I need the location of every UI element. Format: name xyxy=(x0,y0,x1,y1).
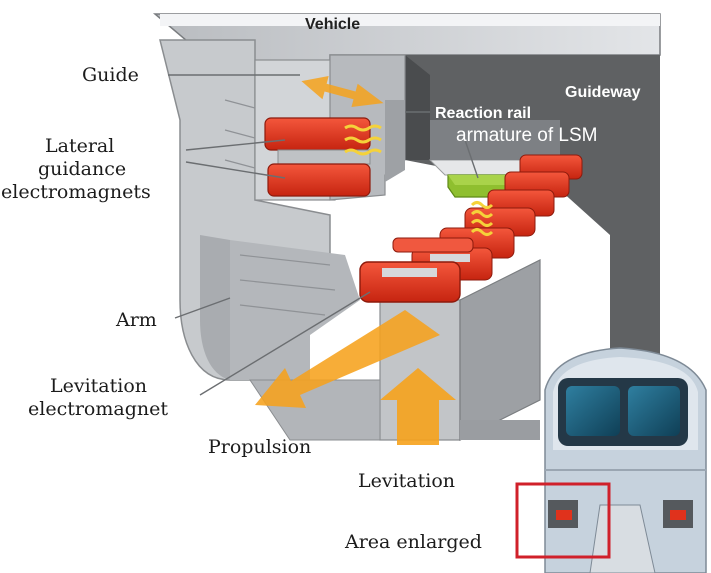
lateral-label-line1: Lateral xyxy=(45,135,114,157)
vehicle-label: Vehicle xyxy=(305,16,360,33)
arm-label: Arm xyxy=(115,309,157,331)
lateral-guidance-magnets xyxy=(264,117,382,197)
area-enlarged-box xyxy=(515,482,611,559)
reaction-rail-label: Reaction rail xyxy=(435,105,531,122)
lateral-label-line3: electromagnets xyxy=(1,181,151,203)
area-enlarged-label: Area enlarged xyxy=(344,531,482,553)
vehicle-front-view xyxy=(544,347,707,573)
leader-lines xyxy=(168,74,479,396)
levitation-em-label-line1: Levitation xyxy=(50,375,147,397)
levitation-em-label-line2: electromagnet xyxy=(28,398,168,420)
lateral-label-line2: guidance xyxy=(38,158,126,180)
propulsion-label: Propulsion xyxy=(208,436,311,458)
guide-label: Guide xyxy=(82,64,139,86)
vehicle-arm xyxy=(159,39,406,381)
levitation-arrow xyxy=(380,368,456,445)
levitation-label: Levitation xyxy=(358,470,455,492)
guide-arrow xyxy=(301,76,384,107)
guideway-label: Guideway xyxy=(565,84,641,101)
levitation-electromagnets xyxy=(359,154,583,303)
propulsion-arrow xyxy=(255,310,440,408)
armature-label: armature of LSM xyxy=(456,125,598,146)
